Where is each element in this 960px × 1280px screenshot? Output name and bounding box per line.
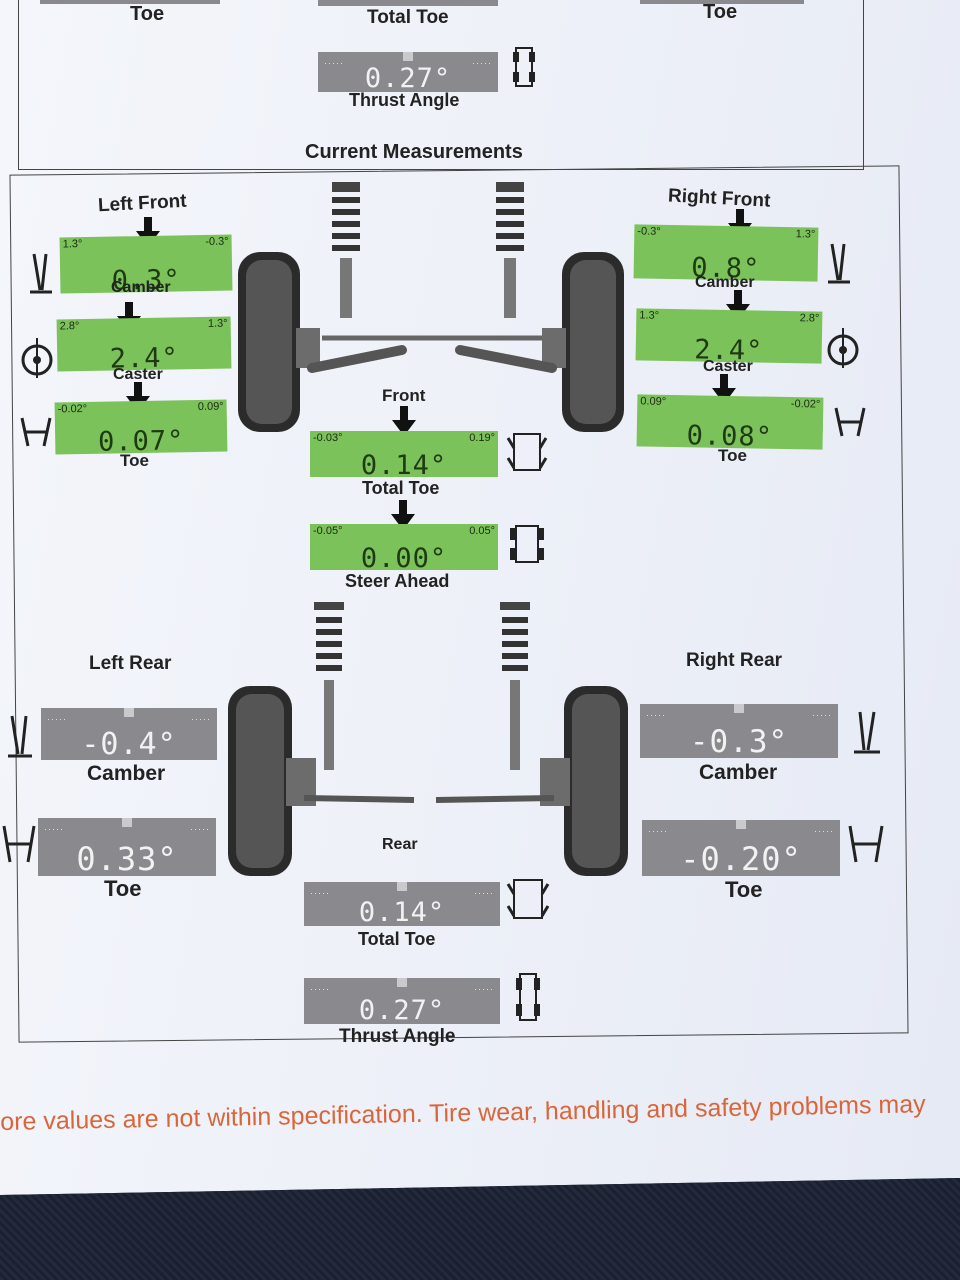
front-total-toe-max: 0.19°: [469, 432, 495, 444]
left-rear-toe-label: Toe: [104, 876, 142, 901]
left-front-toe-gauge: -0.02° 0.09° 0.07°: [54, 399, 228, 455]
front-suspension-illustration: [238, 182, 624, 432]
right-rear-title: Right Rear: [686, 650, 783, 671]
left-rear-camber-icon: [8, 715, 32, 758]
left-rear-toe-gauge: ····· ····· 0.33°: [38, 818, 216, 876]
right-front-caster-gauge: 1.3° 2.8° 2.4°: [635, 308, 823, 364]
rear-total-toe-gauge: ····· ····· 0.14°: [304, 882, 500, 926]
left-front-caster-label: Caster: [113, 366, 163, 383]
front-total-toe-gauge: -0.03° 0.19° 0.14°: [310, 431, 498, 477]
prev-left-toe-gauge: [40, 0, 220, 4]
toe-icon: [20, 417, 52, 447]
right-rear-camber-label: Camber: [699, 761, 778, 784]
right-rear-camber-value: -0.3°: [689, 724, 789, 758]
right-camber-icon: [828, 243, 850, 284]
current-measurements-title: Current Measurements: [305, 141, 523, 163]
spec-warning-text: ore values are not within specification.…: [0, 1090, 926, 1136]
left-front-toe-min: -0.02°: [57, 402, 88, 416]
left-front-camber-max: -0.3°: [205, 235, 229, 248]
rear-thrust-angle-gauge: ····· ····· 0.27°: [304, 978, 500, 1024]
left-front-toe-value: 0.07°: [97, 425, 185, 455]
rear-total-toe-value: 0.14°: [358, 897, 446, 926]
prev-thrust-angle-gauge: ····· ····· 0.27°: [318, 52, 498, 92]
right-caster-icon: [827, 328, 859, 368]
left-rear-camber-value: -0.4°: [81, 727, 177, 760]
right-front-toe-min: 0.09°: [640, 395, 667, 408]
steer-ahead-gauge: -0.05° 0.05° 0.00°: [310, 524, 498, 570]
prev-total-toe-gauge: [318, 0, 498, 6]
alignment-printout: Toe Total Toe Toe ····· ····· 0.27° Thru…: [0, 0, 960, 1195]
prev-right-toe-gauge: [640, 0, 804, 4]
left-rear-toe-value: 0.33°: [76, 840, 178, 876]
right-front-camber-min: -0.3°: [637, 225, 661, 238]
left-front-caster-max: 1.3°: [207, 317, 228, 330]
left-front-caster-gauge: 2.8° 1.3° 2.4°: [56, 316, 232, 372]
rear-label: Rear: [382, 836, 418, 853]
right-front-caster-max: 2.8°: [799, 312, 820, 325]
thrust-angle-icon: [513, 47, 535, 87]
left-front-toe-max: 0.09°: [197, 400, 224, 414]
left-front-caster-min: 2.8°: [59, 320, 80, 333]
prev-total-toe-label: Total Toe: [367, 7, 449, 28]
steer-ahead-min: -0.05°: [313, 525, 343, 537]
right-front-caster-label: Caster: [703, 358, 753, 375]
front-total-toe-label: Total Toe: [362, 478, 440, 498]
right-front-toe-gauge: 0.09° -0.02° 0.08°: [636, 394, 824, 450]
caster-icon: [21, 338, 53, 378]
left-front-title: Left Front: [97, 190, 188, 217]
camber-icon: [30, 253, 52, 294]
left-front-camber-label: Camber: [111, 279, 171, 296]
right-front-camber-label: Camber: [695, 274, 755, 291]
steer-ahead-label: Steer Ahead: [345, 571, 450, 591]
right-rear-camber-gauge: ····· ····· -0.3°: [640, 704, 838, 758]
right-front-caster-min: 1.3°: [639, 309, 660, 322]
right-rear-camber-icon: [854, 711, 880, 754]
left-front-camber-min: 1.3°: [62, 238, 83, 251]
rear-thrust-angle-value: 0.27°: [358, 995, 446, 1024]
rear-thrust-angle-label: Thrust Angle: [339, 1026, 456, 1047]
background-fabric: [0, 1178, 960, 1280]
right-rear-toe-gauge: ····· ····· -0.20°: [642, 820, 840, 876]
left-rear-toe-icon: [2, 825, 36, 863]
prev-thrust-angle-label: Thrust Angle: [349, 90, 460, 110]
total-toe-icon: [506, 433, 548, 471]
right-rear-toe-value: -0.20°: [680, 840, 802, 876]
right-front-toe-max: -0.02°: [790, 398, 821, 411]
prev-thrust-angle-value: 0.27°: [364, 63, 452, 92]
right-toe-icon: [834, 407, 866, 437]
rear-total-toe-label: Total Toe: [358, 929, 436, 949]
steer-ahead-value: 0.00°: [360, 543, 448, 570]
prev-left-toe-label: Toe: [130, 3, 165, 25]
front-label: Front: [382, 386, 426, 405]
rear-suspension-illustration: [228, 602, 628, 876]
rear-total-toe-icon: [506, 879, 550, 919]
steer-ahead-icon: [510, 525, 544, 563]
rear-thrust-angle-icon: [516, 973, 540, 1021]
left-rear-title: Left Rear: [89, 653, 172, 674]
left-front-toe-label: Toe: [120, 451, 149, 470]
right-rear-toe-icon: [848, 825, 884, 863]
prev-right-toe-label: Toe: [703, 1, 738, 23]
right-front-camber-max: 1.3°: [795, 228, 816, 241]
right-front-toe-label: Toe: [718, 446, 747, 465]
right-rear-toe-label: Toe: [725, 877, 763, 902]
left-rear-camber-gauge: ····· ····· -0.4°: [41, 708, 217, 760]
front-total-toe-min: -0.03°: [313, 432, 343, 444]
steer-ahead-max: 0.05°: [469, 525, 495, 537]
front-total-toe-value: 0.14°: [360, 450, 448, 477]
previous-measurements-panel: [18, 0, 864, 170]
left-rear-camber-label: Camber: [87, 762, 166, 785]
